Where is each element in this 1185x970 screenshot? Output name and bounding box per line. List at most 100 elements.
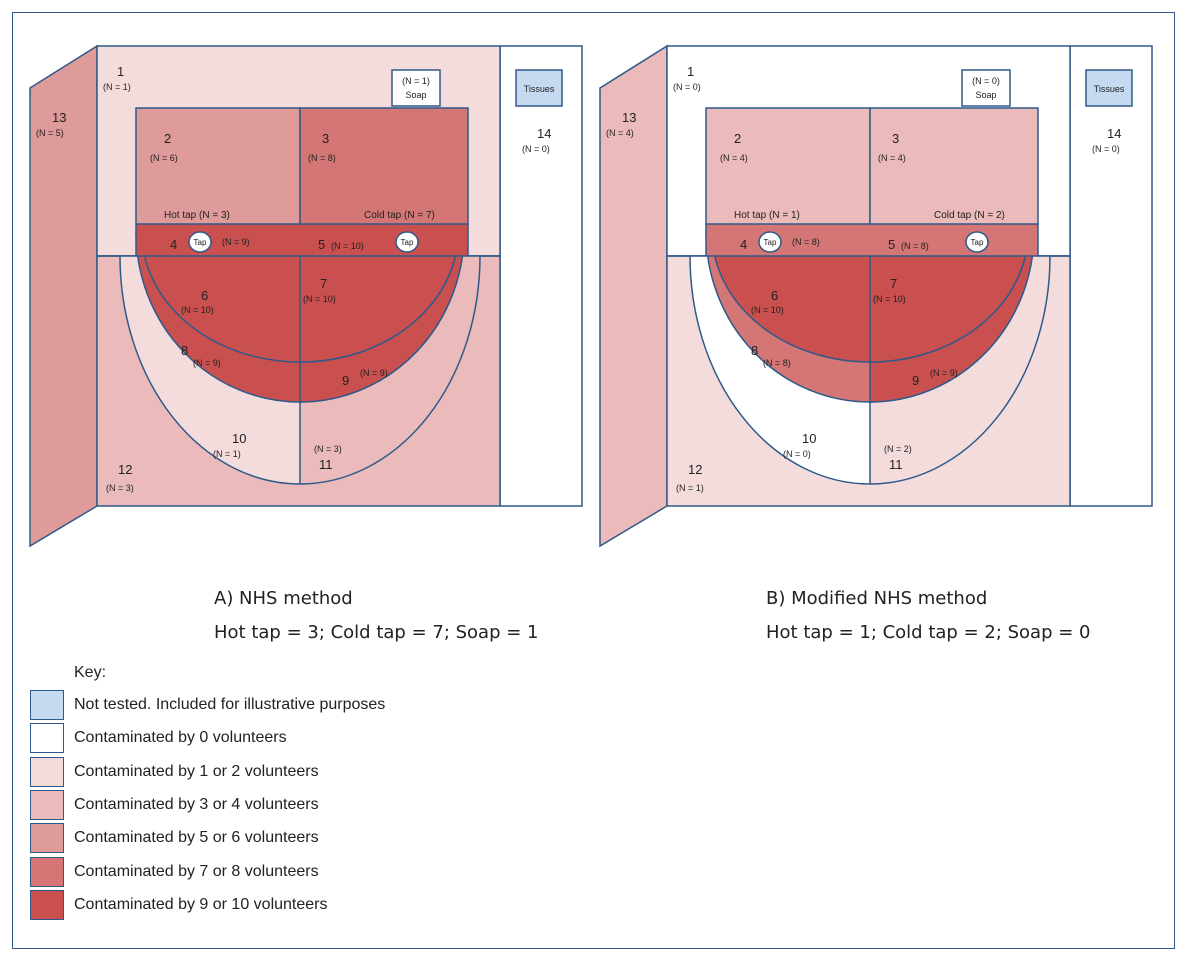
region-13-count: (N = 4): [606, 128, 634, 138]
key-item-1-2: Contaminated by 1 or 2 volunteers: [30, 757, 490, 787]
region-4-count: (N = 9): [222, 237, 250, 247]
region-10-count: (N = 1): [213, 449, 241, 459]
region-1-number: 1: [117, 64, 124, 79]
region-2-number: 2: [164, 131, 171, 146]
cold-tap-count: Cold tap (N = 2): [934, 210, 1005, 221]
region-4-number: 4: [170, 237, 177, 252]
hot-tap-label: Tap: [764, 238, 777, 247]
region-11-count: (N = 2): [884, 444, 912, 454]
key-item-0: Contaminated by 0 volunteers: [30, 723, 490, 753]
region-1-count: (N = 0): [673, 82, 701, 92]
region-14-count: (N = 0): [522, 144, 550, 154]
panel-a-caption: A) NHS method: [214, 588, 353, 609]
region-10-number: 10: [802, 431, 816, 446]
soap-dispenser: [961, 69, 1011, 107]
region-9-number: 9: [912, 373, 919, 388]
soap-dispenser: [391, 69, 441, 107]
region-2-count: (N = 6): [150, 153, 178, 163]
hot-tap-count: Hot tap (N = 1): [734, 210, 800, 221]
region-2: [135, 107, 301, 225]
hot-tap-icon: [188, 231, 212, 253]
key-label: Contaminated by 7 or 8 volunteers: [74, 863, 319, 880]
key-label: Contaminated by 3 or 4 volunteers: [74, 796, 319, 813]
hot-tap-count: Hot tap (N = 3): [164, 210, 230, 221]
tissues-label: Tissues: [1094, 84, 1125, 94]
key-swatch: [30, 723, 64, 753]
region-11-number: 11: [319, 457, 333, 472]
key-label: Contaminated by 0 volunteers: [74, 729, 287, 746]
region-5-number: 5: [888, 237, 895, 252]
key-swatch: [30, 690, 64, 720]
region-4-count: (N = 8): [792, 237, 820, 247]
region-13-number: 13: [622, 110, 636, 125]
region-5-count: (N = 10): [331, 241, 364, 251]
region-7-count: (N = 10): [303, 294, 336, 304]
region-4: [706, 224, 870, 256]
region-5-number: 5: [318, 237, 325, 252]
region-7-number: 7: [320, 276, 327, 291]
region-9-count: (N = 9): [930, 368, 958, 378]
key-label: Contaminated by 5 or 6 volunteers: [74, 829, 319, 846]
region-3: [869, 107, 1039, 225]
key-item-3-4: Contaminated by 3 or 4 volunteers: [30, 790, 490, 820]
region-8-number: 8: [751, 343, 758, 358]
region-8-count: (N = 9): [193, 358, 221, 368]
key-label: Contaminated by 1 or 2 volunteers: [74, 763, 319, 780]
region-12-number: 12: [118, 462, 132, 477]
soap-label: Soap: [405, 90, 426, 100]
cold-tap-icon: [965, 231, 989, 253]
cold-tap-count: Cold tap (N = 7): [364, 210, 435, 221]
region-10-count: (N = 0): [783, 449, 811, 459]
region-11-count: (N = 3): [314, 444, 342, 454]
key-swatch: [30, 823, 64, 853]
region-3-number: 3: [322, 131, 329, 146]
key-title: Key:: [74, 664, 107, 681]
region-7-number: 7: [890, 276, 897, 291]
key-swatch: [30, 790, 64, 820]
region-14-number: 14: [537, 126, 551, 141]
region-6-count: (N = 10): [181, 305, 214, 315]
region-1-number: 1: [687, 64, 694, 79]
region-6-number: 6: [201, 288, 208, 303]
region-3-count: (N = 4): [878, 153, 906, 163]
region-9-number: 9: [342, 373, 349, 388]
key-item-7-8: Contaminated by 7 or 8 volunteers: [30, 857, 490, 887]
region-2: [705, 107, 871, 225]
panel-b-summary: Hot tap = 1; Cold tap = 2; Soap = 0: [766, 622, 1091, 643]
region-13-number: 13: [52, 110, 66, 125]
cold-tap-icon: [395, 231, 419, 253]
region-5: [300, 224, 468, 256]
key-label: Contaminated by 9 or 10 volunteers: [74, 896, 328, 913]
region-2-number: 2: [734, 131, 741, 146]
region-13-count: (N = 5): [36, 128, 64, 138]
key-label: Not tested. Included for illustrative pu…: [74, 696, 386, 713]
tissues-label: Tissues: [524, 84, 555, 94]
region-12-count: (N = 3): [106, 483, 134, 493]
region-6-count: (N = 10): [751, 305, 784, 315]
tissues-box: [515, 69, 563, 107]
region-3: [299, 107, 469, 225]
tissues-box: [1085, 69, 1133, 107]
region-12-number: 12: [688, 462, 702, 477]
soap-count: (N = 0): [972, 76, 1000, 86]
region-6-number: 6: [771, 288, 778, 303]
key-item-9-10: Contaminated by 9 or 10 volunteers: [30, 890, 490, 920]
region-12-count: (N = 1): [676, 483, 704, 493]
key-swatch: [30, 757, 64, 787]
key-swatch: [30, 890, 64, 920]
region-11-number: 11: [889, 457, 903, 472]
key-item-5-6: Contaminated by 5 or 6 volunteers: [30, 823, 490, 853]
panel-b-caption: B) Modified NHS method: [766, 588, 988, 609]
region-2-count: (N = 4): [720, 153, 748, 163]
region-8-count: (N = 8): [763, 358, 791, 368]
region-1-count: (N = 1): [103, 82, 131, 92]
region-14-count: (N = 0): [1092, 144, 1120, 154]
hot-tap-label: Tap: [194, 238, 207, 247]
region-3-number: 3: [892, 131, 899, 146]
region-14-number: 14: [1107, 126, 1121, 141]
soap-count: (N = 1): [402, 76, 430, 86]
cold-tap-label: Tap: [401, 238, 414, 247]
